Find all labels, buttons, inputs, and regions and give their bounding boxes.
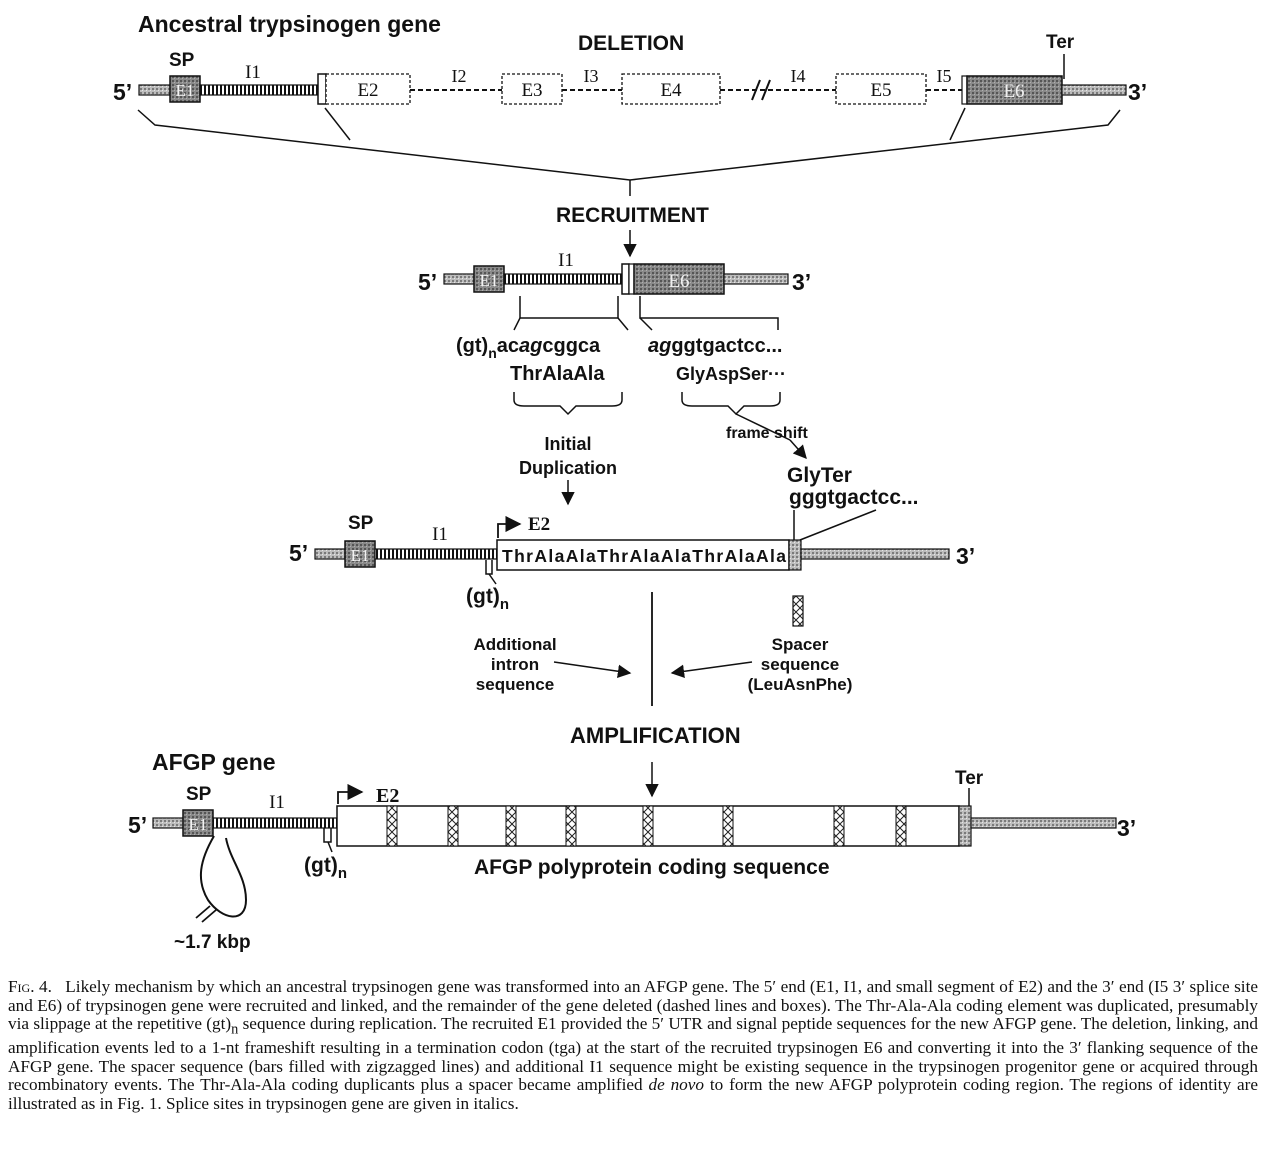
five-prime-top: 5’ [113,79,132,105]
exon-e6-recruit [633,263,725,295]
intron-i1-top [199,84,319,96]
recruitment-panel: RECRUITMENT 5’ 3’ E1 I1 E6 (gt)nacagcggc… [418,204,919,509]
figure-label: Fig. 4. [8,977,52,996]
splice-seq-right: agggtgactcc... [648,335,782,357]
coding-box-dup [496,539,790,571]
svg-text:E6: E6 [1003,81,1024,102]
svg-text:Additional: Additional [473,635,556,654]
svg-text:I5: I5 [937,66,952,86]
svg-text:intron: intron [491,655,539,674]
svg-text:E4: E4 [660,80,682,101]
svg-text:I1: I1 [432,524,448,545]
svg-text:Ter: Ter [955,768,984,789]
svg-text:I1: I1 [245,62,261,83]
svg-text:5’: 5’ [418,269,437,295]
afgp-gene-panel: AFGP gene SP I1 Ter 5’ 3’ E1 ~1.7 kbp [128,749,1136,953]
kbp-label: ~1.7 kbp [174,932,251,953]
svg-text:3’: 3’ [792,269,811,295]
svg-text:I4: I4 [791,66,806,86]
aa-left: ThrAlaAla [510,363,605,385]
recruitment-title: RECRUITMENT [556,204,709,227]
spacer-bars [386,805,907,847]
svg-text:SP: SP [186,784,212,805]
svg-text:I2: I2 [452,66,467,86]
svg-text:3’: 3’ [1117,815,1136,841]
svg-text:E3: E3 [521,80,542,101]
spacer-bar-icon [792,595,804,627]
svg-text:E2: E2 [528,514,550,535]
frame-shift-label: frame shift [726,425,808,442]
gt-n-dup: (gt)n [466,585,509,613]
glyter-label: GlyTer [787,464,852,487]
svg-text:Duplication: Duplication [519,458,617,478]
exon-e6-top [966,75,1063,105]
svg-text:3’: 3’ [956,543,975,569]
deletion-label: DELETION [578,32,684,55]
svg-text:I1: I1 [558,250,574,271]
splice-seq-left: (gt)nacagcggca [456,335,601,361]
afgp-title: AFGP gene [152,749,276,775]
svg-text:E5: E5 [870,80,891,101]
figure-caption: Fig. 4. Likely mechanism by which an anc… [8,977,1259,1113]
svg-text:5’: 5’ [128,812,147,838]
svg-text:E6: E6 [668,271,689,292]
ancestral-gene-panel: Ancestral trypsinogen gene DELETION SP T… [113,11,1147,196]
svg-text:E1: E1 [351,546,370,565]
svg-text:I1: I1 [269,792,285,813]
sp-label-top: SP [169,50,195,71]
svg-text:SP: SP [348,513,374,534]
svg-text:sequence: sequence [476,675,554,694]
exon-e3-deleted [501,73,563,105]
svg-text:E2: E2 [357,80,378,101]
svg-text:E1: E1 [189,815,208,834]
aa-right: GlyAspSer··· [676,364,786,384]
svg-text:I3: I3 [584,66,599,86]
exon-e1-afgp [182,809,214,837]
exon-e1-dup [344,540,376,568]
svg-text:E1: E1 [480,271,499,290]
exon-e5-deleted [835,73,927,105]
ancestral-title: Ancestral trypsinogen gene [138,11,441,37]
afgp-evolution-diagram: Ancestral trypsinogen gene DELETION SP T… [113,11,1147,953]
three-prime-top: 3’ [1128,79,1147,105]
svg-text:E2: E2 [376,785,399,807]
svg-text:(LeuAsnPhe): (LeuAsnPhe) [748,675,853,694]
svg-text:Spacer: Spacer [772,635,829,654]
afgp-coding-label: AFGP polyprotein coding sequence [474,856,830,879]
ter-label-top: Ter [1046,32,1075,53]
glyter-seq: gggtgactcc... [789,486,919,509]
gt-n-afgp: (gt)n [304,854,347,882]
duplication-panel: SP I1 5’ 3’ E1 ThrAlaAlaThrAlaAlaThrAlaA… [289,509,975,798]
amplification-title: AMPLIFICATION [570,723,741,748]
svg-text:E1: E1 [176,81,195,100]
svg-text:sequence: sequence [761,655,839,674]
svg-text:5’: 5’ [289,540,308,566]
exon-e2-deleted [325,73,411,105]
svg-text:Initial: Initial [544,434,591,454]
